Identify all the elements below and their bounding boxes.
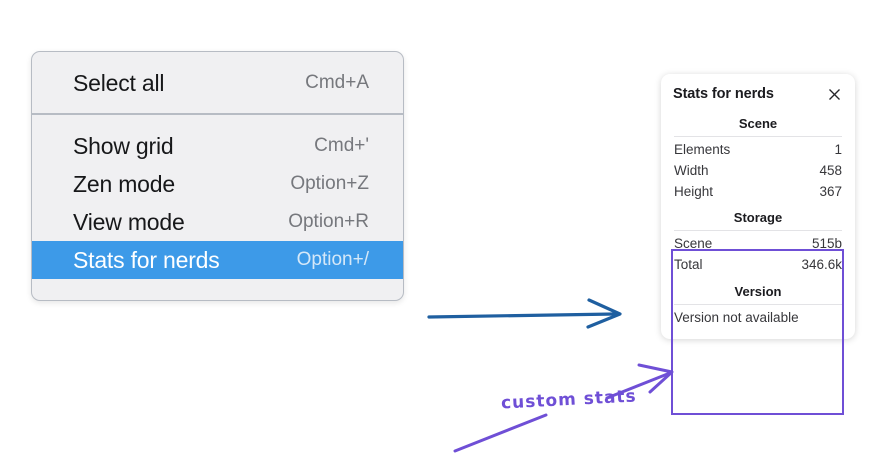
menu-item-select-all[interactable]: Select all Cmd+A	[32, 64, 403, 102]
menu-item-show-grid[interactable]: Show grid Cmd+'	[32, 127, 403, 165]
menu-footer-spacer	[32, 279, 403, 300]
menu-item-shortcut: Option+R	[288, 211, 369, 232]
menu-item-shortcut: Cmd+'	[314, 135, 369, 156]
menu-section-view: Show grid Cmd+' Zen mode Option+Z View m…	[32, 115, 403, 300]
stat-value: 367	[819, 184, 842, 199]
section-heading-scene: Scene	[738, 116, 778, 131]
stat-key: Total	[674, 257, 703, 272]
menu-item-label: Select all	[73, 69, 165, 96]
menu-item-label: View mode	[73, 208, 185, 235]
stat-key: Scene	[674, 236, 713, 251]
version-note: Version not available	[674, 310, 799, 325]
table-row: Scene 515b	[672, 233, 844, 254]
menu-item-zen-mode[interactable]: Zen mode Option+Z	[32, 165, 403, 203]
menu-divider	[32, 113, 403, 115]
close-icon[interactable]	[827, 87, 842, 102]
stat-key: Height	[674, 184, 714, 199]
stat-value: 1	[834, 142, 842, 157]
menu-section-primary: Select all Cmd+A	[32, 52, 403, 113]
stat-key: Width	[674, 163, 709, 178]
menu-item-label: Zen mode	[73, 170, 175, 197]
table-row: Width 458	[672, 160, 844, 181]
menu-item-shortcut: Option+Z	[290, 173, 369, 194]
menu-item-stats-for-nerds[interactable]: Stats for nerds Option+/	[32, 241, 403, 279]
panel-title: Stats for nerds	[673, 86, 774, 102]
stat-value: 458	[819, 163, 842, 178]
context-menu[interactable]: Select all Cmd+A Show grid Cmd+' Zen mod…	[31, 51, 404, 301]
menu-item-view-mode[interactable]: View mode Option+R	[32, 203, 403, 241]
stats-for-nerds-panel[interactable]: Stats for nerds Scene Elements 1 Width 4…	[661, 74, 855, 339]
table-row: Height 367	[672, 181, 844, 202]
menu-item-label: Show grid	[73, 132, 174, 159]
table-row: Total 346.6k	[672, 254, 844, 275]
stat-value: 346.6k	[801, 257, 842, 272]
section-heading-version: Version	[734, 284, 782, 299]
menu-item-shortcut: Cmd+A	[305, 72, 369, 93]
menu-item-shortcut: Option+/	[296, 249, 369, 270]
section-divider	[674, 136, 842, 137]
handwritten-annotation-label: custom stats	[500, 386, 638, 414]
table-row: Elements 1	[672, 139, 844, 160]
section-divider	[674, 230, 842, 231]
stat-key: Elements	[674, 142, 731, 157]
menu-item-label: Stats for nerds	[73, 246, 220, 273]
panel-header: Stats for nerds	[672, 84, 844, 102]
section-heading-storage: Storage	[733, 210, 783, 225]
section-divider	[674, 304, 842, 305]
stat-value: 515b	[811, 236, 842, 251]
